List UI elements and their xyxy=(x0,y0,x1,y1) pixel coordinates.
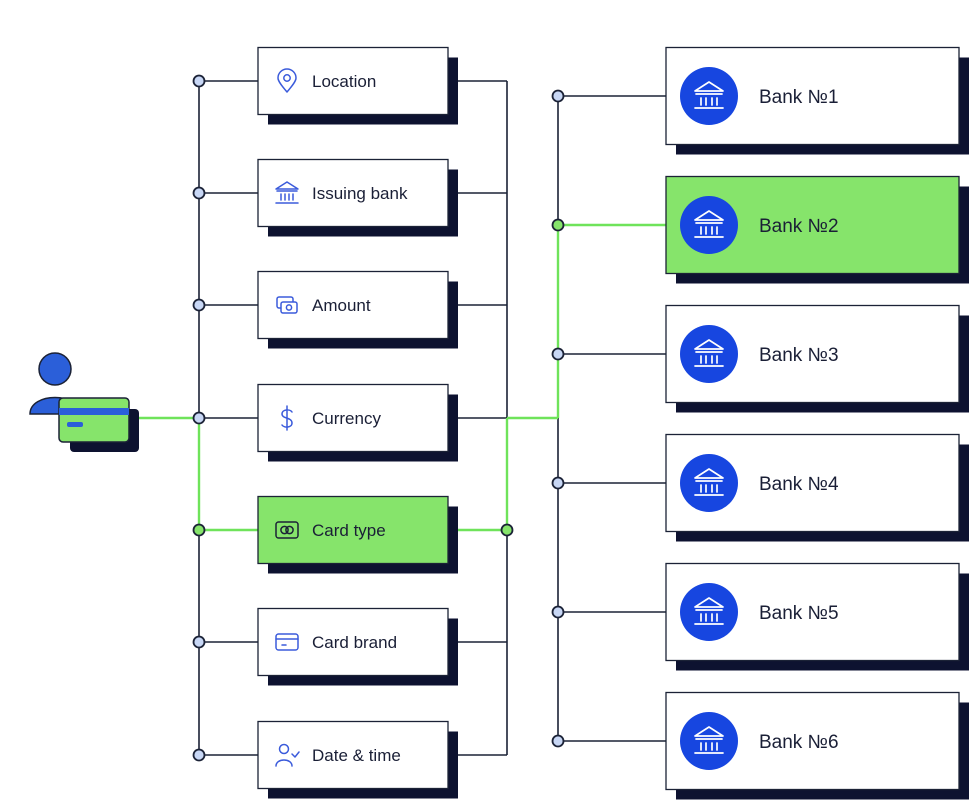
criterion-box[interactable]: Card brand xyxy=(257,607,458,686)
connector-lines xyxy=(130,80,666,756)
bank-label: Bank №4 xyxy=(759,474,839,495)
bank-icon xyxy=(680,67,738,125)
user-head xyxy=(38,352,72,386)
criterion-label: Currency xyxy=(312,409,381,428)
bank-label: Bank №3 xyxy=(759,345,839,366)
criterion-node xyxy=(192,523,206,537)
bank-box[interactable]: Bank №2 xyxy=(665,175,969,284)
bank-building-icon xyxy=(275,181,299,204)
criterion-box-frame xyxy=(257,720,449,790)
bank-node xyxy=(551,734,565,748)
criterion-node xyxy=(192,411,206,425)
bank-box[interactable]: Bank №1 xyxy=(665,46,969,155)
criterion-label: Location xyxy=(312,72,376,91)
criterion-box[interactable]: Currency xyxy=(257,383,458,462)
criterion-box[interactable]: Issuing bank xyxy=(257,158,458,237)
money-icon xyxy=(276,296,298,314)
criterion-node xyxy=(192,74,206,88)
criterion-box[interactable]: Card type xyxy=(257,495,458,574)
bank-icon xyxy=(680,454,738,512)
bank-node xyxy=(551,89,565,103)
active-merge-node xyxy=(500,523,514,537)
criterion-box-frame xyxy=(257,383,449,453)
criterion-node xyxy=(192,298,206,312)
bank-label: Bank №5 xyxy=(759,603,839,624)
bank-box[interactable]: Bank №5 xyxy=(665,562,969,671)
criterion-box-frame xyxy=(257,158,449,228)
bank-icon xyxy=(680,712,738,770)
criterion-node xyxy=(192,748,206,762)
connector-nodes xyxy=(192,74,565,762)
payment-card-stripe xyxy=(59,408,129,415)
bank-icon xyxy=(680,196,738,254)
payment-card-chip xyxy=(67,422,83,427)
criterion-box[interactable]: Date & time xyxy=(257,720,458,799)
criterion-label: Amount xyxy=(312,296,371,315)
bank-node xyxy=(551,605,565,619)
bank-node xyxy=(551,476,565,490)
criterion-node xyxy=(192,635,206,649)
bank-node xyxy=(551,218,565,232)
user-with-card-icon xyxy=(29,352,139,452)
bank-box[interactable]: Bank №3 xyxy=(665,304,969,413)
criterion-box[interactable]: Amount xyxy=(257,270,458,349)
card-type-icon xyxy=(275,521,299,539)
criterion-box-frame xyxy=(257,607,449,677)
criterion-label: Issuing bank xyxy=(312,184,408,203)
criterion-box-frame xyxy=(257,46,449,116)
location-pin-icon xyxy=(277,68,297,93)
bank-label: Bank №6 xyxy=(759,732,839,753)
user-check-icon xyxy=(275,743,300,767)
criterion-node xyxy=(192,186,206,200)
criterion-label: Card brand xyxy=(312,633,397,652)
user-with-card xyxy=(29,352,139,452)
dollar-icon xyxy=(281,405,293,431)
bank-icon xyxy=(680,325,738,383)
bank-box[interactable]: Bank №6 xyxy=(665,691,969,800)
bank-label: Bank №2 xyxy=(759,216,839,237)
criterion-label: Date & time xyxy=(312,746,401,765)
bank-icon xyxy=(680,583,738,641)
bank-box[interactable]: Bank №4 xyxy=(665,433,969,542)
payment-card xyxy=(58,397,130,443)
criterion-label: Card type xyxy=(312,521,386,540)
bank-node xyxy=(551,347,565,361)
criterion-box[interactable]: Location xyxy=(257,46,458,125)
credit-card-icon xyxy=(275,633,299,651)
bank-label: Bank №1 xyxy=(759,87,839,108)
criterion-box-frame xyxy=(257,495,449,565)
